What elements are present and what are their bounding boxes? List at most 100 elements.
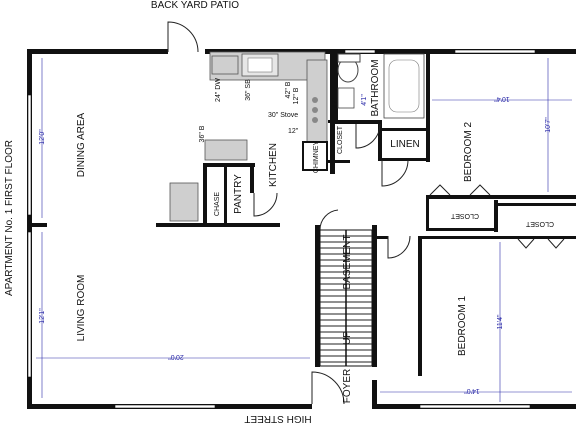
bathroom-label: BATHROOM [370, 59, 381, 116]
pantry-label: PANTRY [233, 174, 244, 214]
svg-text:UP: UP [342, 331, 353, 345]
dining-chair [169, 182, 199, 222]
wall-pantry-left [203, 163, 207, 225]
wall-bed1-west [418, 236, 422, 376]
wall-bed1-closet-bottom [418, 236, 576, 239]
svg-text:CLOSET: CLOSET [525, 220, 554, 227]
wall-foyer-east [372, 380, 377, 407]
kitchen-sink-basin [247, 57, 273, 73]
apartment-title: APARTMENT No. 1 FIRST FLOOR [4, 140, 15, 296]
svg-text:BEDROOM 1: BEDROOM 1 [457, 296, 468, 356]
label-12-corner: 12" [288, 128, 299, 135]
closet-small-label: CLOSET [337, 125, 344, 154]
svg-text:36" B: 36" B [199, 125, 206, 142]
wall-bed1-closet-top [496, 203, 576, 206]
wall-linen-top [378, 128, 428, 131]
wall-chimney-closet [328, 120, 348, 123]
svg-text:PANTRY: PANTRY [233, 174, 244, 214]
sink-bath [337, 87, 355, 109]
wall-bath-west [334, 52, 338, 122]
wall-pantry-top [203, 163, 255, 167]
wall-stair-east [372, 225, 377, 367]
dining-area-label: DINING AREA [76, 112, 87, 177]
dim-bath: 4'1" [361, 94, 368, 106]
label-dw: 24" DW [215, 78, 222, 102]
wall-linen [378, 120, 382, 160]
bath-door-swing [355, 123, 381, 149]
bedroom-1-label: BEDROOM 1 [457, 296, 468, 356]
label-stove: 30" Stove [268, 112, 298, 119]
wall-bed2-closet-bottom [426, 228, 496, 231]
svg-text:11'4": 11'4" [497, 314, 504, 329]
chimney-label: CHIMNEY [313, 141, 320, 174]
kitchen-label: KITCHEN [268, 143, 279, 187]
foyer-door-swing [311, 371, 345, 405]
wall-dining-living-left [27, 223, 47, 227]
window-living-front [114, 404, 216, 409]
svg-text:47": 47" [332, 97, 339, 108]
refrigerator [204, 139, 248, 161]
window-living [27, 231, 32, 378]
wall-bed1-north-hall [372, 236, 388, 239]
bedroom-2-label: BEDROOM 2 [463, 122, 474, 182]
bed2-closet-label: CLOSET [450, 212, 479, 219]
wall-kitchen-east [330, 52, 335, 174]
wall-bath-east [426, 52, 430, 162]
svg-text:10'4": 10'4" [494, 95, 510, 102]
svg-text:10'7": 10'7" [545, 117, 552, 133]
bed1-closet-label: CLOSET [525, 220, 554, 227]
bed1-closet-bifold [517, 238, 565, 249]
back-door-swing [167, 21, 199, 53]
wall-bed2-closet-left [426, 195, 429, 230]
stair-door-swing [319, 209, 339, 231]
svg-text:BEDROOM 2: BEDROOM 2 [463, 122, 474, 182]
svg-text:BATHROOM: BATHROOM [370, 59, 381, 116]
basement-stairs [319, 229, 373, 367]
svg-text:HIGH STREET: HIGH STREET [244, 413, 311, 424]
svg-text:LIVING ROOM: LIVING ROOM [76, 275, 87, 342]
wall-pantry-right [250, 163, 254, 193]
window-dining [27, 94, 32, 216]
bed2-closet-bifold [429, 184, 491, 196]
wall-bed2-closet-right [494, 200, 498, 232]
wall-bath-south [334, 120, 379, 124]
stove-burner [312, 107, 318, 113]
linen-label: LINEN [390, 139, 419, 150]
label-36b: 36" B [199, 125, 206, 142]
dim-dining: 12'0" [39, 58, 46, 218]
high-street-label: HIGH STREET [244, 413, 311, 424]
stove-burner [312, 97, 318, 103]
chimney [302, 141, 328, 171]
top-exterior-wall-west [27, 49, 168, 54]
svg-text:12'1": 12'1" [39, 308, 46, 324]
window-bath [344, 49, 376, 54]
dim-living-width: 12'1" [39, 232, 46, 398]
dim-bed2-width: 10'4" [432, 95, 572, 102]
svg-text:FOYER: FOYER [342, 369, 353, 403]
svg-text:14'0": 14'0" [464, 387, 480, 394]
dim-bed1-width: 14'0" [380, 387, 572, 394]
wall-dining-living-right [156, 223, 280, 227]
label-sb: 36" SB [245, 79, 252, 101]
living-room-label: LIVING ROOM [76, 275, 87, 342]
bed1-door-swing [387, 235, 411, 259]
svg-text:DINING AREA: DINING AREA [76, 112, 87, 177]
bathtub-inner [388, 59, 420, 113]
label-42b: 42" B [285, 81, 292, 98]
foyer-label: FOYER [342, 369, 353, 403]
wall-chimney-closet-bottom [328, 160, 350, 163]
stove-burner [312, 117, 318, 123]
window-bed2-top [454, 49, 536, 54]
wall-linen-bottom [378, 158, 428, 161]
svg-text:CLOSET: CLOSET [337, 125, 344, 154]
basement-label: BASEMENT [342, 234, 353, 289]
svg-text:36" SB: 36" SB [245, 79, 252, 101]
svg-text:CLOSET: CLOSET [450, 212, 479, 219]
stairs-up-label: UP [342, 331, 353, 345]
label-47: 47" [332, 97, 339, 108]
svg-text:CHASE: CHASE [214, 192, 221, 216]
dishwasher [211, 55, 239, 75]
dim-bed2-length: 10'7" [545, 58, 552, 192]
svg-text:4'1": 4'1" [361, 94, 368, 106]
